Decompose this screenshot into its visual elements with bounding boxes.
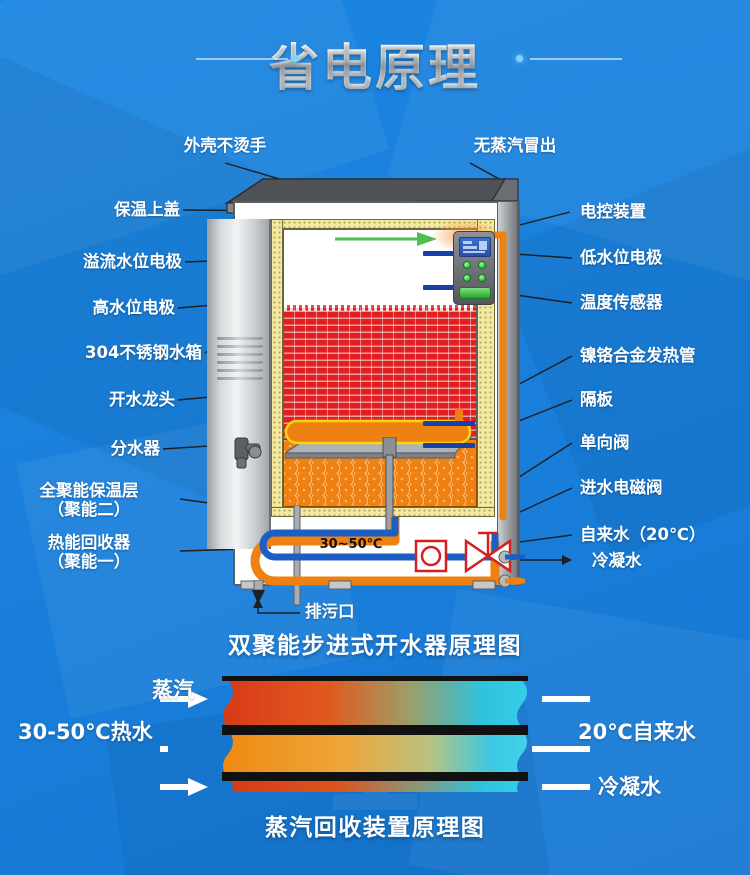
hot-water-faucet-icon: [234, 437, 262, 469]
exchanger-flow-arrows: [160, 690, 590, 796]
valve-assembly: [410, 531, 516, 574]
label-temp-sensor: 温度传感器: [580, 293, 663, 312]
diagram1-caption: 双聚能步进式开水器原理图: [228, 633, 522, 659]
page-title: 省电原理: [269, 28, 481, 100]
diagram2-caption: 蒸汽回收装置原理图: [264, 815, 486, 841]
label-control-unit: 电控装置: [580, 202, 646, 221]
label-insulation-layer-line2: （聚能二）: [47, 500, 131, 520]
page-title-wrap: 省电原理: [0, 28, 750, 97]
label-water-distributor: 分水器: [110, 439, 161, 458]
label-high-water-electrode: 高水位电极: [92, 298, 176, 317]
label-tap-water-in: 20℃自来水: [578, 720, 696, 744]
indicator-led: [463, 261, 471, 269]
low-water-electrode: [423, 421, 475, 426]
label-heat-recovery-line1: 热能回收器: [47, 533, 131, 552]
exchanger-channels: [222, 676, 528, 792]
insulation-layer-left: [271, 219, 283, 517]
indicator-led: [478, 274, 486, 282]
label-stainless-tank: 304不锈钢水箱: [85, 343, 202, 362]
water-surface: [284, 305, 476, 311]
steam-flow-arrow: [335, 232, 437, 246]
indicator-led: [463, 274, 471, 282]
water-distributor: [382, 437, 397, 534]
temperature-sensor: [423, 443, 475, 448]
drain-nozzle: [252, 580, 265, 604]
title-rule-right: [530, 58, 622, 60]
label-nichrome-heater: 镍铬合金发热管: [580, 346, 696, 365]
insulation-layer-bottom: [271, 507, 495, 517]
hot-water-body: [284, 305, 476, 438]
label-insulation-layer: 全聚能保温层 （聚能二）: [0, 481, 178, 520]
label-cool-shell: 外壳不烫手: [183, 136, 267, 155]
control-panel-display: [459, 237, 491, 257]
vent-grille: [217, 337, 263, 389]
boiler-feet: [240, 580, 496, 590]
high-water-electrode: [423, 285, 475, 290]
label-condensate-out: 冷凝水: [598, 775, 661, 799]
title-dot-left: [292, 55, 299, 62]
label-no-steam: 无蒸汽冒出: [473, 136, 557, 155]
control-panel[interactable]: [453, 231, 495, 305]
steam-recovery-diagram: [160, 672, 590, 796]
label-tap-water: 自来水（20℃）: [580, 525, 706, 544]
pipe-temperature-label: 30~50℃: [319, 537, 383, 552]
label-heat-recovery-line2: （聚能一）: [47, 552, 131, 572]
indicator-led: [478, 261, 486, 269]
wall-pipe-connectors: [498, 550, 525, 588]
label-heat-recovery: 热能回收器 （聚能一）: [0, 533, 178, 572]
label-insulation-layer-line1: 全聚能保温层: [39, 481, 139, 500]
title-rule-left: [196, 58, 288, 60]
control-panel-button[interactable]: [459, 287, 491, 299]
label-check-valve: 单向阀: [580, 433, 630, 452]
label-overflow-electrode: 溢流水位电极: [83, 252, 182, 271]
label-steam: 蒸汽: [152, 678, 194, 702]
stainless-water-tank: [207, 219, 271, 549]
tank-chamber: [283, 229, 477, 439]
water-boiler-diagram: 30~50℃: [205, 175, 525, 606]
label-inlet-solenoid: 进水电磁阀: [580, 478, 663, 497]
label-hot-water-faucet: 开水龙头: [109, 390, 175, 409]
label-partition-plate: 隔板: [580, 390, 613, 409]
label-insulated-lid: 保温上盖: [114, 200, 180, 219]
title-dot-right: [516, 55, 523, 62]
label-drain-outlet: 排污口: [305, 602, 355, 621]
label-low-water-electrode: 低水位电极: [580, 248, 663, 267]
label-hot-water-out: 30-50℃热水: [18, 720, 153, 744]
label-condensate: 冷凝水: [592, 551, 642, 570]
overflow-water-electrode: [423, 251, 475, 256]
